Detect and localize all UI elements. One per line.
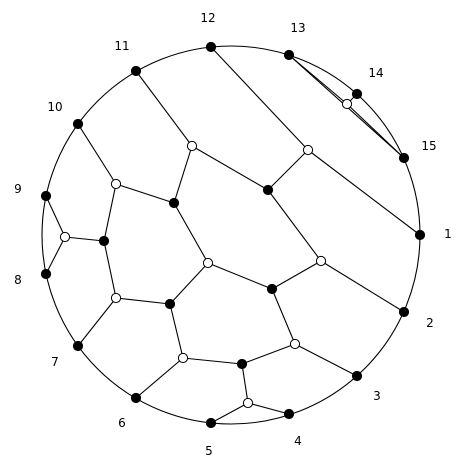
vertex-5 bbox=[205, 417, 217, 429]
edge bbox=[45, 236, 66, 275]
edge bbox=[210, 46, 309, 151]
edge bbox=[294, 343, 358, 377]
vertex-black bbox=[164, 298, 176, 310]
vertex-6 bbox=[130, 392, 142, 404]
boundary-circle bbox=[41, 45, 421, 425]
label-5: 5 bbox=[205, 444, 213, 458]
edge bbox=[135, 70, 193, 147]
edge bbox=[64, 236, 105, 242]
edge bbox=[77, 297, 117, 347]
edge bbox=[207, 262, 273, 290]
edge bbox=[135, 357, 184, 399]
label-8: 8 bbox=[14, 273, 22, 287]
edge bbox=[173, 202, 209, 264]
label-12: 12 bbox=[200, 11, 215, 25]
vertex-white bbox=[177, 352, 189, 364]
vertex-15 bbox=[398, 152, 410, 164]
vertex-black bbox=[98, 235, 110, 247]
edge bbox=[307, 149, 421, 236]
vertex-3 bbox=[351, 370, 363, 382]
vertex-black bbox=[168, 197, 180, 209]
edge bbox=[103, 240, 117, 299]
label-3: 3 bbox=[373, 389, 381, 403]
vertex-2 bbox=[398, 306, 410, 318]
label-15: 15 bbox=[421, 139, 436, 153]
edge bbox=[45, 195, 66, 238]
vertex-1 bbox=[414, 229, 426, 241]
vertex-white bbox=[315, 255, 327, 267]
vertex-white bbox=[59, 231, 71, 243]
vertex-white bbox=[202, 257, 214, 269]
vertex-white bbox=[110, 292, 122, 304]
edge bbox=[115, 183, 175, 204]
edge bbox=[182, 357, 243, 365]
vertex-13 bbox=[283, 49, 295, 61]
edge bbox=[169, 303, 184, 359]
label-6: 6 bbox=[118, 416, 126, 430]
edge bbox=[77, 123, 117, 185]
edge bbox=[115, 297, 171, 305]
label-14: 14 bbox=[368, 66, 383, 80]
edge bbox=[103, 183, 117, 242]
vertex-white bbox=[302, 144, 314, 156]
edge bbox=[267, 149, 309, 191]
label-9: 9 bbox=[14, 182, 22, 196]
vertex-white bbox=[341, 98, 353, 110]
vertex-black bbox=[266, 283, 278, 295]
label-11: 11 bbox=[114, 39, 129, 53]
vertex-white bbox=[186, 140, 198, 152]
vertex-white bbox=[242, 397, 254, 409]
vertex-11 bbox=[130, 65, 142, 77]
edges bbox=[45, 46, 421, 424]
edge bbox=[320, 260, 405, 313]
vertex-9 bbox=[40, 190, 52, 202]
vertex-black bbox=[262, 184, 274, 196]
vertex-white bbox=[110, 178, 122, 190]
edge bbox=[241, 363, 249, 404]
edge bbox=[173, 145, 193, 204]
vertex-white bbox=[289, 338, 301, 350]
edge bbox=[169, 262, 209, 305]
edge bbox=[241, 343, 296, 365]
label-10: 10 bbox=[47, 100, 62, 114]
edge bbox=[191, 145, 269, 191]
boundary-vertices bbox=[40, 41, 426, 429]
edge bbox=[346, 103, 405, 159]
vertex-black bbox=[236, 358, 248, 370]
boundary-labels: 12 13 11 14 10 15 9 1 8 2 7 3 6 4 5 bbox=[14, 11, 452, 458]
label-13: 13 bbox=[290, 21, 305, 35]
vertex-12 bbox=[205, 41, 217, 53]
vertex-14 bbox=[351, 88, 363, 100]
label-2: 2 bbox=[426, 316, 434, 330]
edge bbox=[210, 402, 249, 424]
vertex-8 bbox=[40, 268, 52, 280]
edge bbox=[271, 288, 296, 345]
interior-vertices bbox=[59, 98, 353, 409]
vertex-4 bbox=[283, 408, 295, 420]
label-1: 1 bbox=[444, 227, 452, 241]
edge bbox=[271, 260, 322, 290]
label-7: 7 bbox=[51, 355, 59, 369]
vertex-7 bbox=[72, 340, 84, 352]
edge bbox=[247, 402, 290, 415]
vertex-10 bbox=[72, 118, 84, 130]
label-4: 4 bbox=[294, 434, 302, 448]
edge bbox=[267, 189, 322, 262]
